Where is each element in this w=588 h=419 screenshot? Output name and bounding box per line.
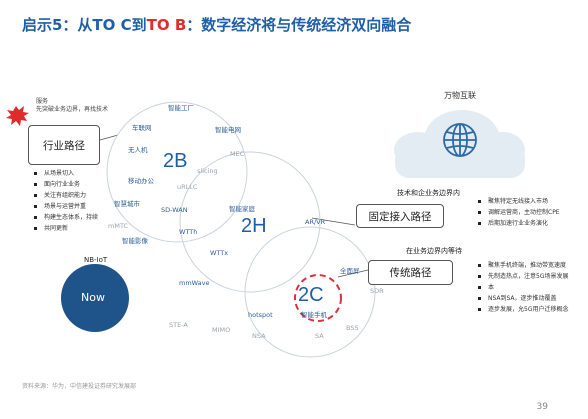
list-item: 关注有组织能力 (34, 190, 98, 201)
label-urllc: uRLLC (177, 183, 198, 191)
circle-2h (179, 151, 321, 293)
label-sdwan: SD-WAN (161, 206, 188, 214)
label-smart-port: 智慧城市 (114, 200, 140, 208)
label-smart-camera: 智能影像 (122, 237, 148, 245)
label-smartphone: 智能手机 (301, 311, 327, 319)
page-number: 39 (536, 402, 548, 412)
label-mimo: MIMO (212, 326, 231, 334)
list-item: 聚焦手机终端，推动带宽速度 (478, 260, 568, 271)
label-arvr: AR/VR (305, 218, 326, 226)
list-item: 本 (478, 282, 568, 293)
list-item: 先制造热点，注意5G场景发展 (478, 271, 568, 282)
label-2c: 2C (298, 284, 324, 306)
fixed-access-bullets: 聚焦特定无线接入市场 调解运营商，主动控制CPE 后期加速行业业务演化 (478, 196, 560, 229)
circle-2b (106, 101, 248, 243)
label-mobile-office: 移动办公 (128, 177, 154, 185)
label-2b: 2B (163, 150, 188, 172)
list-item: 共同更新 (34, 223, 98, 234)
fixed-access-callout: 固定接入路径 (356, 204, 444, 228)
label-smart-home: 智能家庭 (229, 205, 255, 213)
circle-now (61, 264, 129, 332)
traditional-bullets: 聚焦手机终端，推动带宽速度 先制造热点，注意5G场景发展 本 NSA到SA，逐步… (478, 260, 568, 315)
starburst-icon (6, 106, 29, 126)
label-hotspot: hotspot (248, 311, 273, 319)
label-wttx: WTTx (210, 249, 229, 257)
traditional-callout: 传统路径 (368, 260, 453, 285)
list-item: 调解运营商，主动控制CPE (478, 207, 560, 218)
list-item: 面向行业业务 (34, 179, 98, 190)
label-sdr: SDR (370, 287, 384, 295)
label-2h: 2H (241, 215, 267, 237)
circle-2c (244, 226, 376, 358)
fixed-access-header: 技术和企业务边界内 (397, 189, 460, 197)
list-item: 从场景切入 (34, 168, 98, 179)
label-iov: 车联网 (132, 124, 152, 132)
page-title: 启示5：从TO C到TO B：数字经济将与传统经济双向融合 (22, 16, 412, 34)
list-item: 后期加速行业业务演化 (478, 218, 560, 229)
label-unmanned: 无人机 (128, 146, 148, 154)
note: 服务 先突破业务边界，再找技术 (36, 98, 109, 113)
cloud-icon (394, 110, 525, 178)
label-now: Now (81, 291, 105, 304)
cloud-label: 万物互联 (444, 91, 476, 100)
list-item: 构建生态体系，持续 (34, 212, 98, 223)
label-nsa: NSA (252, 332, 266, 340)
list-item: NSA到SA，逐步推动覆盖 (478, 293, 568, 304)
label-mec: MEC (230, 150, 245, 158)
list-item: 逐步发展，允5G用户迁移概念 (478, 304, 568, 315)
label-nbiot: NB-IoT (84, 256, 108, 264)
source-note: 资料来源：华为，中信建投证券研究发展部 (22, 383, 137, 390)
label-smart-grid: 智能电网 (215, 126, 241, 134)
label-slicing: slicing (197, 167, 218, 175)
label-stea: STE-A (169, 321, 188, 329)
label-smart-factory: 智能工厂 (168, 104, 194, 112)
label-embb: mMTC (108, 222, 129, 230)
label-mmwave: mmWave (179, 279, 210, 287)
traditional-header: 在业务边界内等待 (406, 247, 462, 255)
industry-path-callout: 行业路径 (28, 125, 100, 165)
globe-icon (443, 123, 477, 157)
label-spectrum: 全面屏 (340, 267, 360, 275)
label-bss: BSS (346, 324, 359, 332)
list-item: 聚焦特定无线接入市场 (478, 196, 560, 207)
industry-path-bullets: 从场景切入 面向行业业务 关注有组织能力 场景与运营并重 构建生态体系，持续 共… (34, 168, 98, 234)
label-sa: SA (315, 332, 324, 340)
circle-2c-dashed (294, 274, 342, 322)
list-item: 场景与运营并重 (34, 201, 98, 212)
label-wtth: WTTh (179, 228, 198, 236)
